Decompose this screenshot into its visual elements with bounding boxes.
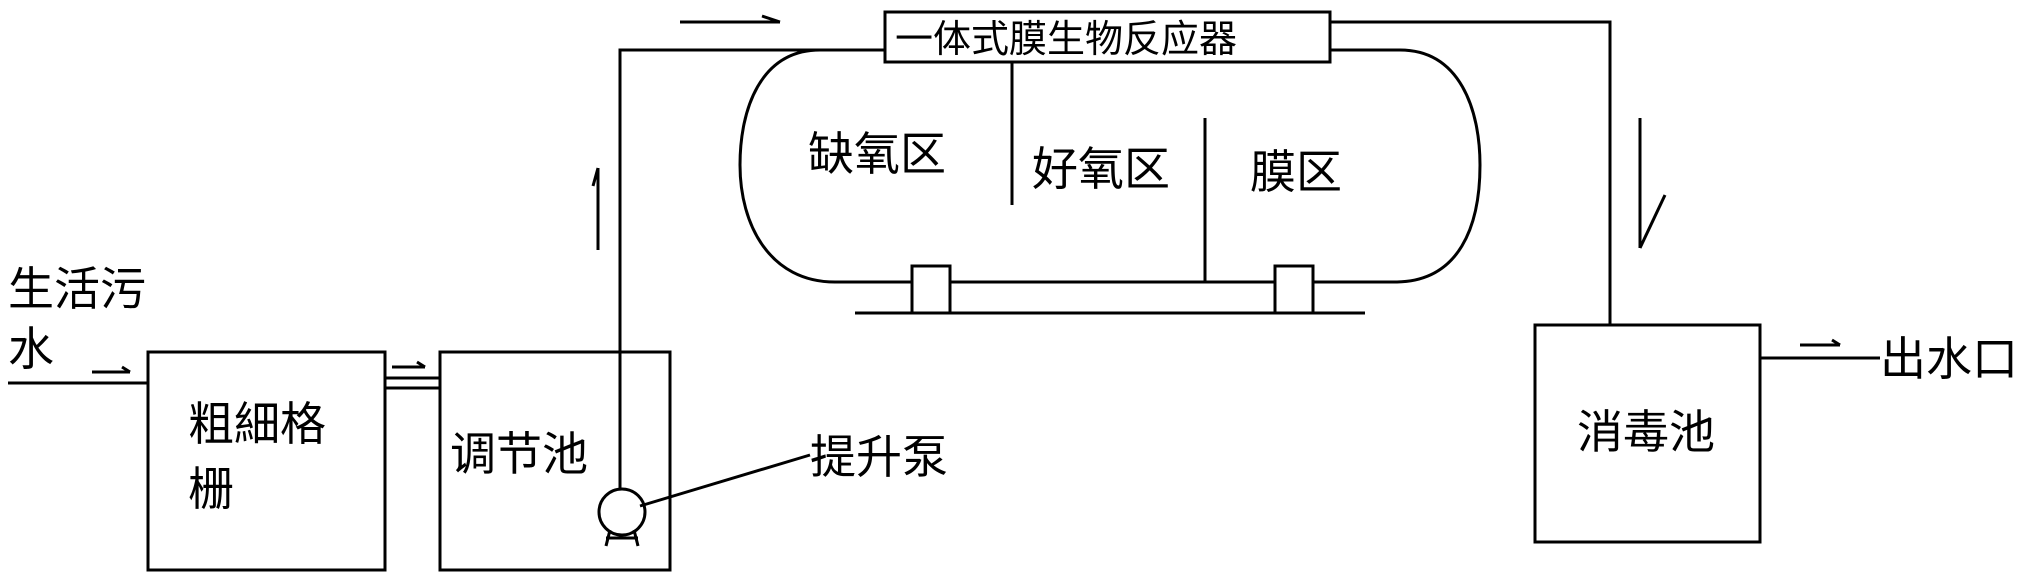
inlet-arrow-head <box>121 365 131 374</box>
reactor-support-right <box>1273 264 1315 315</box>
pump-leader-line <box>639 453 811 508</box>
inlet-label-line2: 水 <box>8 322 54 376</box>
reactor-support-left <box>910 264 952 315</box>
riser-pipe <box>618 48 885 488</box>
screen-label-line1: 粗細格 <box>188 397 326 451</box>
pump-leg-left <box>604 529 612 547</box>
reactor-tank-outline <box>738 48 1482 284</box>
effluent-arrow-head <box>1831 338 1841 347</box>
pump-leg-right <box>632 529 640 547</box>
equalization-tank-box <box>438 350 672 572</box>
outlet-label: 出水口 <box>1880 332 2018 386</box>
down-arrow-head <box>1638 194 1667 249</box>
inlet-label-line1: 生活污 <box>8 262 146 316</box>
top-flow-arrow-head <box>761 14 781 24</box>
pump-label: 提升泵 <box>810 430 948 484</box>
disinfection-tank-box <box>1533 323 1762 544</box>
reactor-outlet-pipe <box>1330 20 1612 325</box>
screen-label-line2: 栅 <box>188 462 234 516</box>
pump-icon <box>597 487 647 537</box>
equalization-tank-label: 调节池 <box>450 427 588 481</box>
zone-aerobic-label: 好氧区 <box>1032 142 1170 196</box>
screen-box <box>146 350 387 572</box>
screen-to-tank-arrow-head <box>416 360 426 369</box>
reactor-title: 一体式膜生物反应器 <box>895 17 1237 61</box>
reactor-title-box <box>883 10 1332 64</box>
zone-anoxic-label: 缺氧区 <box>808 127 946 181</box>
riser-arrow-head <box>591 167 600 187</box>
disinfection-tank-label: 消毒池 <box>1577 405 1715 459</box>
zone-membrane-label: 膜区 <box>1250 145 1342 199</box>
